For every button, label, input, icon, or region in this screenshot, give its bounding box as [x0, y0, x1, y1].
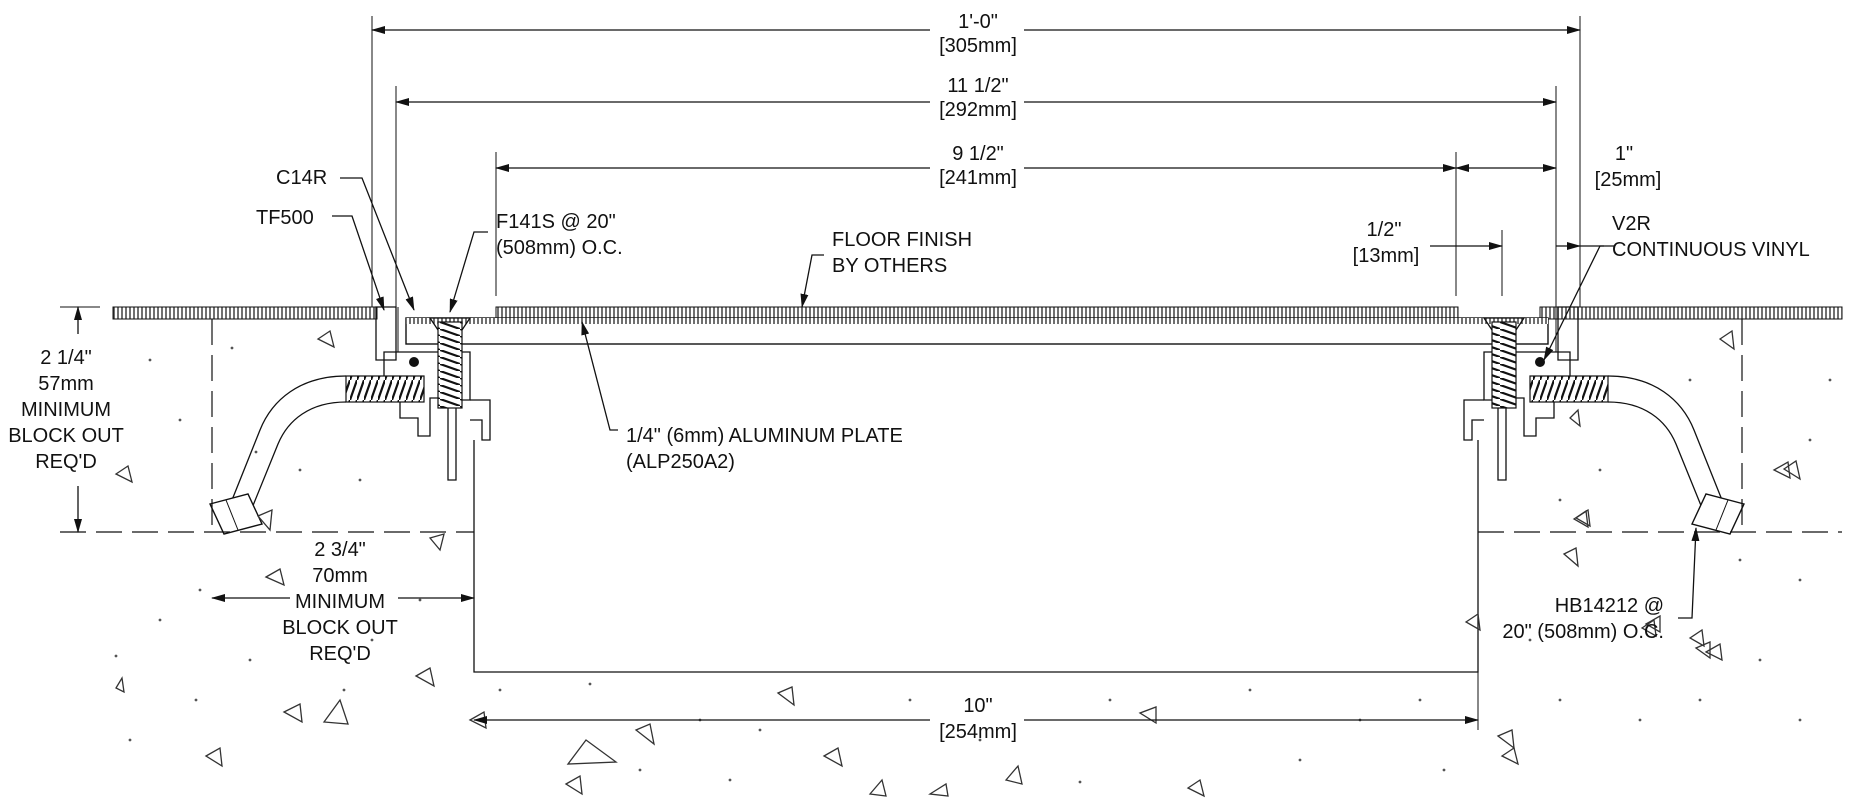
dim-depth-line-4: BLOCK OUT: [8, 425, 124, 447]
dim-width-line-2: 70mm: [312, 565, 368, 587]
dim-depth-line-5: REQ'D: [35, 451, 97, 473]
concrete-specks: [114, 346, 1832, 784]
callout-v2r-line-1: V2R: [1612, 213, 1651, 235]
callout-labels: C14R TF500 F141S @ 20" (508mm) O.C. FLOO…: [256, 167, 1810, 643]
floor-finish: [112, 306, 1843, 320]
dim-width-line-1: 2 3/4": [314, 539, 366, 561]
dimension-labels: 1'-0" [305mm] 11 1/2" [292mm] 9 1/2" [24…: [8, 11, 1661, 743]
dim-plate-mm: [241mm]: [939, 167, 1017, 189]
dim-plate-in: 9 1/2": [952, 143, 1004, 165]
frame-assembly: [375, 306, 1579, 673]
dimension-lines: [60, 16, 1604, 730]
dim-pan-in: 10": [963, 695, 992, 717]
anchor-bolts: [209, 375, 1745, 535]
block-out-outline: [60, 319, 1842, 533]
callout-hb14212-line-2: 20" (508mm) O.C.: [1502, 621, 1664, 643]
dim-edge-in: 1/2": [1367, 219, 1402, 241]
dim-frame-in: 11 1/2": [947, 75, 1008, 97]
dim-width-line-4: BLOCK OUT: [282, 617, 398, 639]
callout-floor-finish-line-2: BY OTHERS: [832, 255, 947, 277]
dim-overall-mm: [305mm]: [939, 35, 1017, 57]
dim-frame-mm: [292mm]: [939, 99, 1017, 121]
dim-flange-mm: [25mm]: [1595, 169, 1662, 191]
concrete-aggregate: [114, 329, 1801, 798]
leader-lines: [332, 177, 1700, 619]
dim-width-line-3: MINIMUM: [295, 591, 385, 613]
dim-edge-mm: [13mm]: [1353, 245, 1420, 267]
callout-plate-line-1: 1/4" (6mm) ALUMINUM PLATE: [626, 425, 903, 447]
callout-f141s-line-1: F141S @ 20": [496, 211, 616, 233]
callout-plate-line-2: (ALP250A2): [626, 451, 735, 473]
callout-tf500: TF500: [256, 207, 314, 229]
dim-overall-in: 1'-0": [958, 11, 998, 33]
callout-hb14212-line-1: HB14212 @: [1555, 595, 1664, 617]
dim-depth-line-3: MINIMUM: [21, 399, 111, 421]
callout-v2r-line-2: CONTINUOUS VINYL: [1612, 239, 1810, 261]
dim-pan-mm: [254mm]: [939, 721, 1017, 743]
dim-depth-line-1: 2 1/4": [40, 347, 92, 369]
dim-width-line-5: REQ'D: [309, 643, 371, 665]
dim-depth-line-2: 57mm: [38, 373, 94, 395]
callout-c14r: C14R: [276, 167, 327, 189]
dim-flange-in: 1": [1615, 143, 1633, 165]
callout-floor-finish-line-1: FLOOR FINISH: [832, 229, 972, 251]
callout-f141s-line-2: (508mm) O.C.: [496, 237, 623, 259]
